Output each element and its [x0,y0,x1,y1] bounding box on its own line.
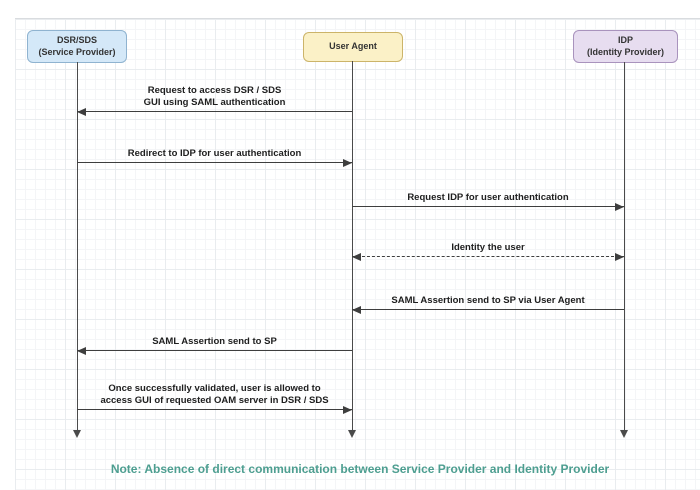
message-label: SAML Assertion send to SP [152,336,277,348]
lifeline-user-agent [352,61,353,430]
message-label: Once successfully validated, user is all… [100,383,329,407]
message-saml-assertion-to-sp: SAML Assertion send to SP [77,328,352,355]
actor-sublabel: (Identity Provider) [586,46,664,57]
arrowhead-right-icon [615,253,624,261]
message-label: Request to access DSR / SDS GUI using SA… [143,85,286,109]
actor-service-provider: DSR/SDS (Service Provider) [27,30,127,63]
lifeline-end-arrow-icon [620,430,628,438]
lifeline-identity-provider [624,62,625,430]
arrowhead-right-icon [343,159,352,167]
message-validated-access-granted: Once successfully validated, user is all… [77,380,352,414]
message-line [77,111,352,112]
diagram-note: Note: Absence of direct communication be… [110,462,610,476]
arrowhead-left-icon [77,108,86,116]
arrowhead-left-icon [77,347,86,355]
message-line [352,206,624,207]
arrowhead-left-icon [352,253,361,261]
message-label: SAML Assertion send to SP via User Agent [391,295,585,307]
message-line [352,309,624,310]
message-request-access-gui: Request to access DSR / SDS GUI using SA… [77,84,352,116]
lifeline-end-arrow-icon [348,430,356,438]
message-redirect-to-idp: Redirect to IDP for user authentication [77,140,352,167]
actor-label: IDP [617,34,633,45]
actor-sublabel: (Service Provider) [38,46,116,57]
message-label: Identity the user [451,242,525,254]
actor-label: User Agent [329,41,377,52]
arrowhead-left-icon [352,306,361,314]
message-line [77,409,352,410]
message-saml-assertion-via-ua: SAML Assertion send to SP via User Agent [352,287,624,314]
message-line [77,350,352,351]
message-identify-user: Identity the user [352,234,624,261]
actor-user-agent: User Agent [303,32,403,62]
lifeline-end-arrow-icon [73,430,81,438]
arrowhead-right-icon [343,406,352,414]
arrowhead-right-icon [615,203,624,211]
actor-label: DSR/SDS [56,34,97,45]
message-label: Redirect to IDP for user authentication [127,148,302,160]
actor-identity-provider: IDP (Identity Provider) [573,30,678,63]
message-request-idp-auth: Request IDP for user authentication [352,184,624,211]
lifeline-service-provider [77,62,78,430]
message-line [77,162,352,163]
message-line-dashed [352,256,624,257]
message-label: Request IDP for user authentication [407,192,569,204]
